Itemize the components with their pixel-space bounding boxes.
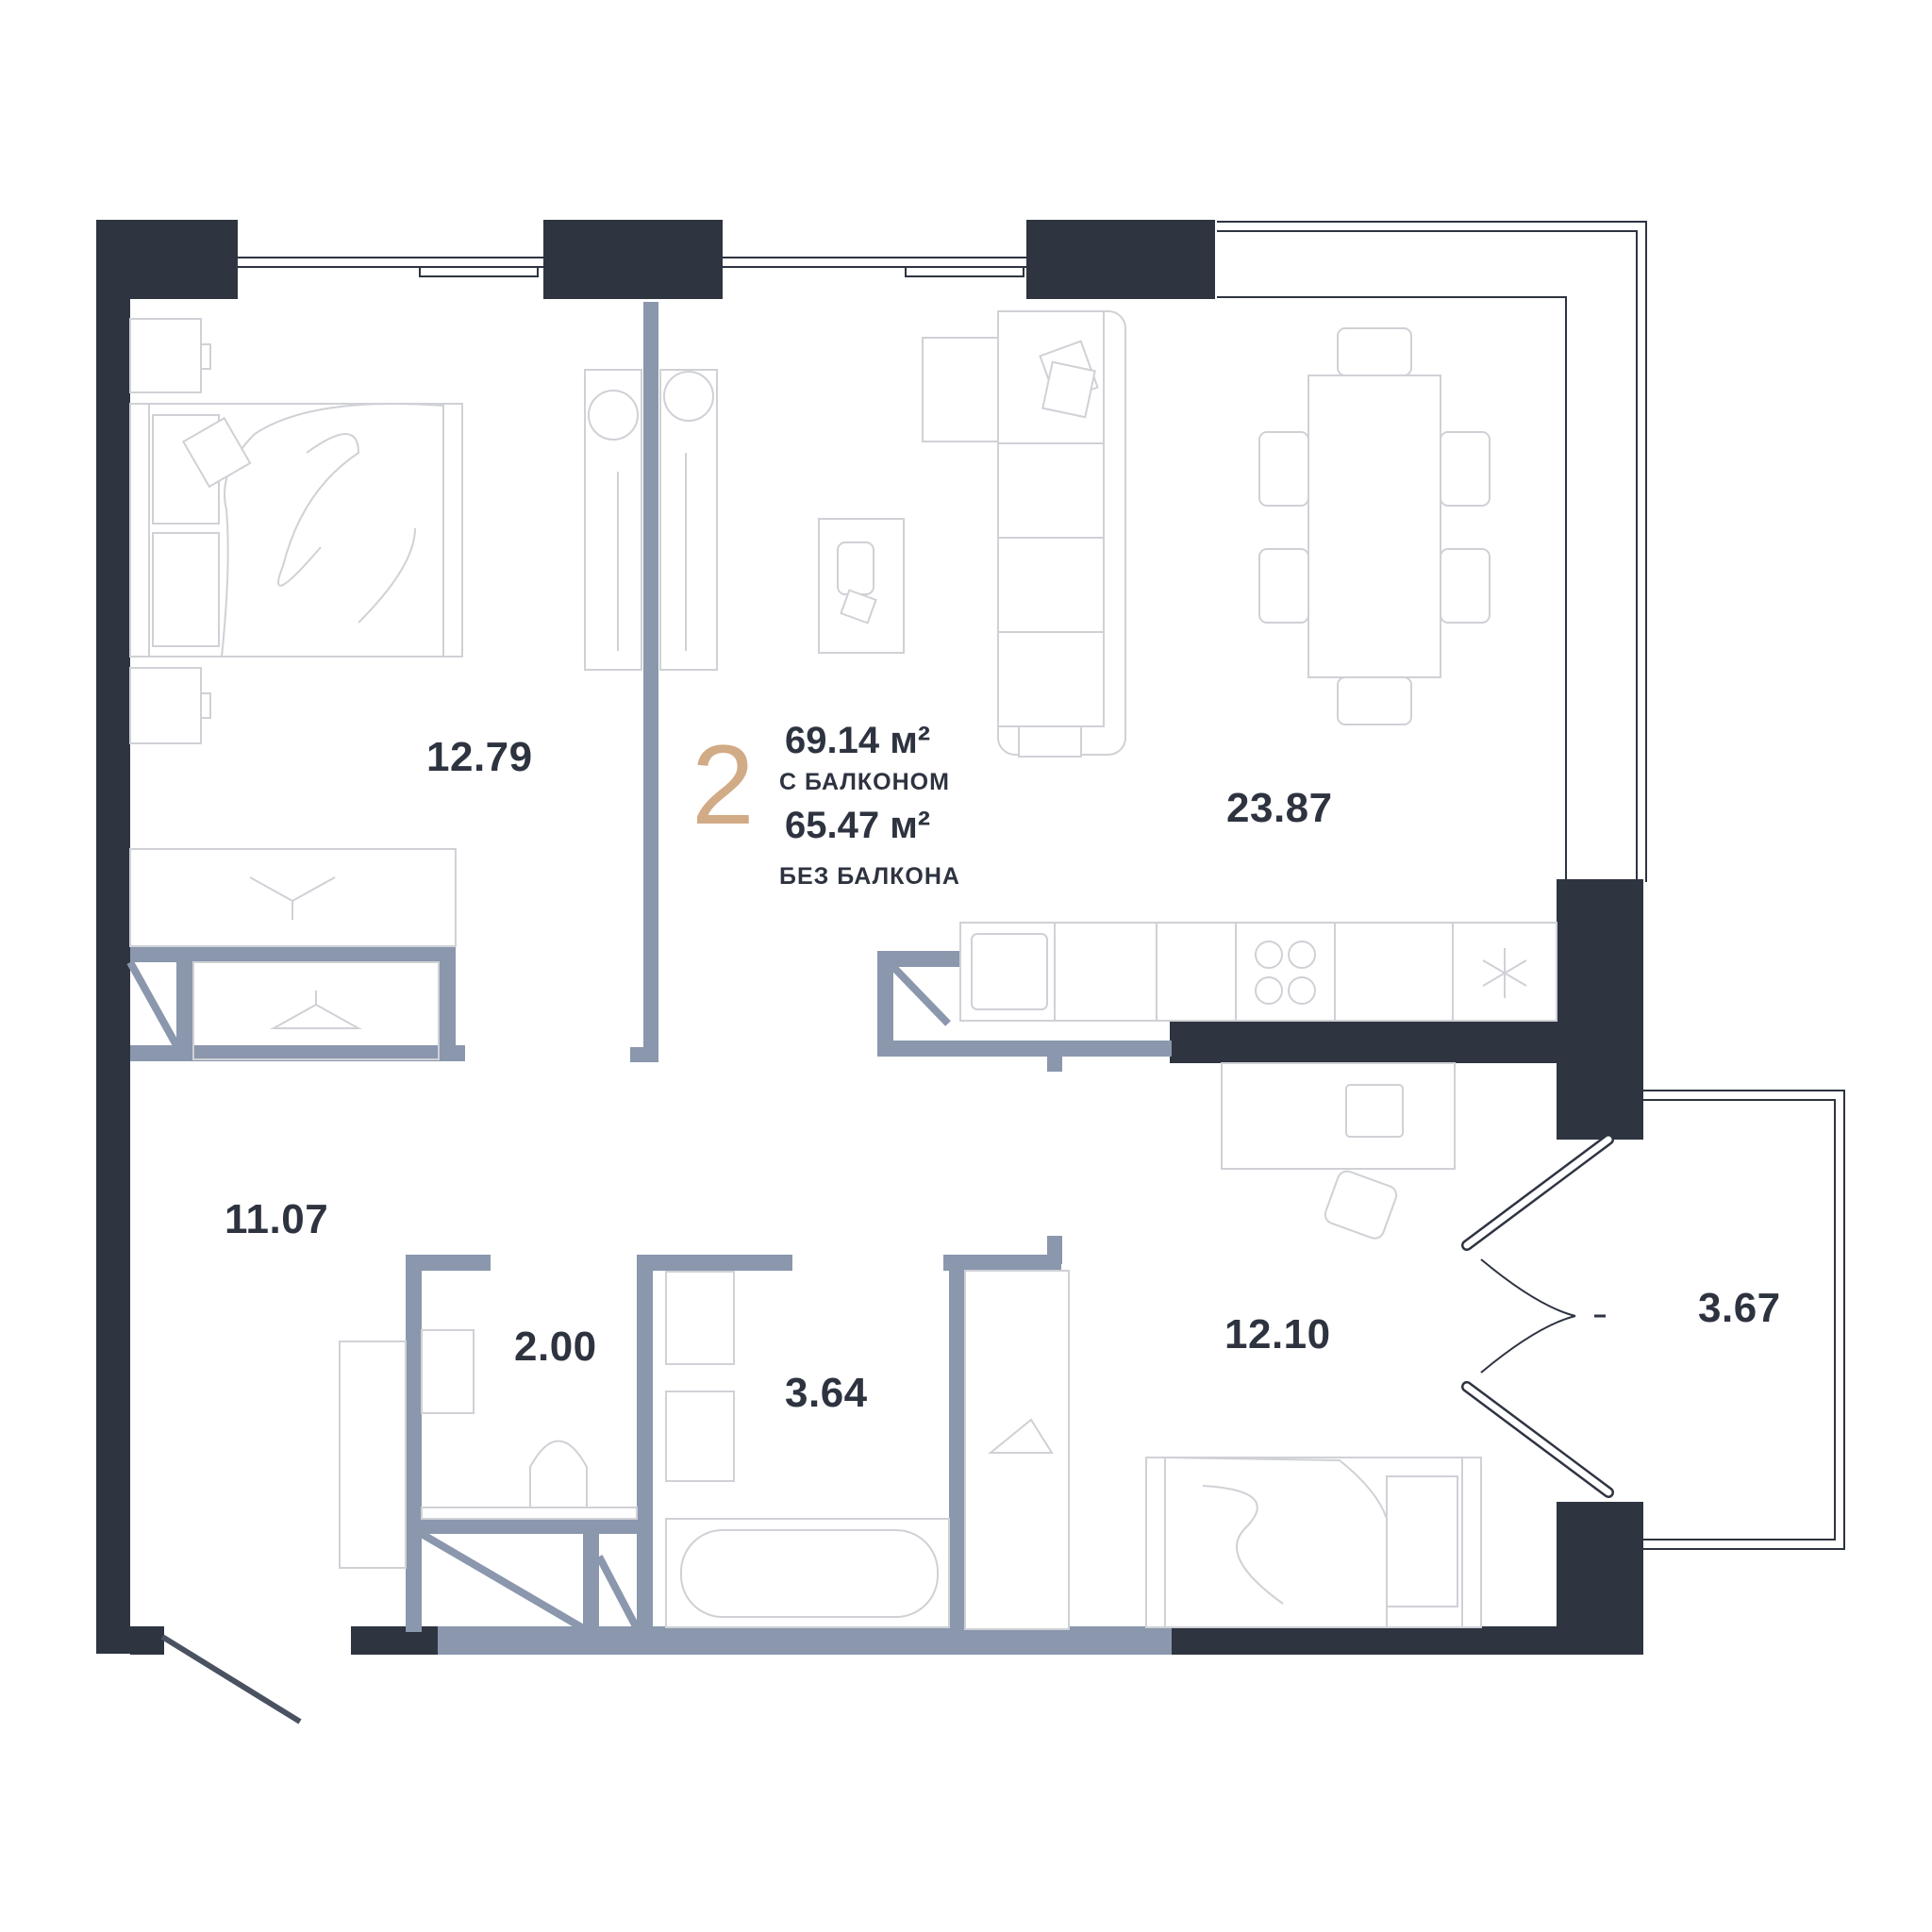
room-area-bathroom: 3.64	[785, 1370, 868, 1416]
wc-fixtures	[339, 1329, 638, 1569]
loggia-outline	[1217, 221, 1647, 882]
child-bed	[1145, 1456, 1482, 1628]
room-area-balcony: 3.67	[1698, 1285, 1781, 1331]
balcony-outline	[1641, 1090, 1845, 1550]
room-area-child-bedroom: 12.10	[1224, 1311, 1331, 1357]
structural-walls	[96, 220, 1643, 1655]
bedroom-furniture	[129, 318, 463, 1060]
room-area-bedroom: 12.79	[426, 734, 533, 780]
total-area-without-balcony: 65.47 м²	[785, 805, 931, 846]
rooms-count: 2	[691, 722, 755, 848]
bath-fixtures	[665, 1271, 950, 1628]
windows	[236, 257, 1032, 277]
with-balcony-caption: С БАЛКОНОМ	[779, 769, 950, 795]
without-balcony-caption: БЕЗ БАЛКОНА	[779, 863, 960, 890]
partition-walls	[130, 302, 1172, 1655]
desk	[1221, 1062, 1456, 1240]
entrance-door	[160, 1634, 302, 1724]
room-area-wc: 2.00	[514, 1324, 597, 1370]
balcony-doors	[1461, 1134, 1614, 1498]
hall-wardrobe	[964, 1270, 1070, 1630]
total-area-with-balcony: 69.14 м²	[785, 720, 931, 761]
living-furniture	[818, 310, 1491, 758]
kitchen	[959, 922, 1557, 1022]
room-area-hall: 11.07	[225, 1196, 329, 1242]
shaft-hatch	[126, 960, 951, 1632]
room-area-living: 23.87	[1226, 785, 1333, 831]
wardrobes	[584, 369, 718, 671]
